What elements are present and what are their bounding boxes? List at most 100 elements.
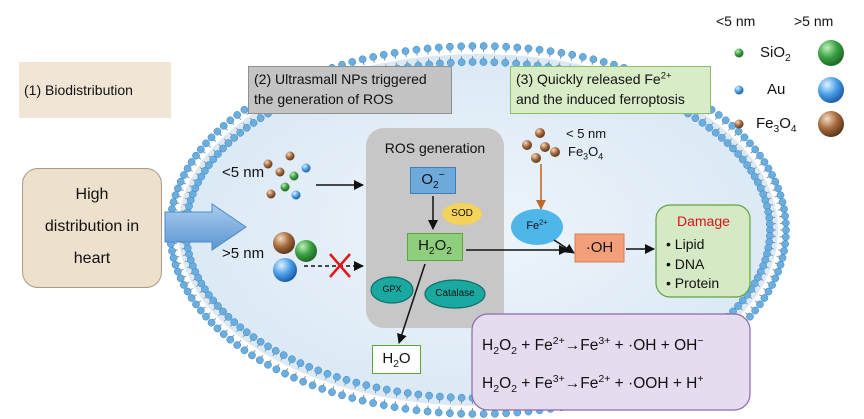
lipid-head (207, 133, 216, 142)
legend-small-sio2 (734, 48, 744, 58)
lipid-head (729, 144, 737, 153)
cross-mark (329, 253, 351, 278)
lipid-head (224, 312, 233, 321)
lipid-head (734, 302, 742, 310)
legend-small-au (734, 85, 744, 95)
large-np-label: >5 nm (222, 245, 265, 262)
lipid-head (171, 191, 180, 200)
lipid-head (764, 164, 773, 173)
lipid-head (436, 392, 444, 401)
lipid-head (352, 378, 361, 387)
lipid-head (747, 166, 755, 175)
lipid-head (468, 410, 477, 418)
lipid-head (168, 247, 176, 255)
water-label: H2O (382, 350, 411, 370)
lipid-head (771, 274, 780, 283)
lipid-head (323, 369, 332, 378)
lipid-head (781, 212, 789, 220)
legend-large-au (818, 77, 844, 103)
lipid-head (264, 360, 272, 369)
lipid-head (723, 139, 732, 148)
small-particle (289, 171, 299, 181)
lipid-head (209, 155, 218, 164)
legend-spheres (734, 40, 844, 137)
large-particle (273, 232, 295, 254)
lipid-head (423, 44, 432, 53)
lipid-head (740, 133, 749, 142)
small-np-label: <5 nm (222, 164, 265, 181)
gpx-ellipse (370, 276, 414, 304)
lipid-head (202, 312, 210, 321)
lipid-head (194, 178, 202, 187)
lipid-head (479, 42, 488, 50)
damage-item: • Lipid (666, 236, 705, 252)
legend-label-sio2: SiO2 (760, 44, 791, 64)
ros-title: ROS generation (384, 140, 486, 156)
fe3o4-particles (522, 128, 560, 163)
lipid-head (491, 409, 499, 418)
o2-label: O2− (421, 170, 445, 191)
small-particle (301, 163, 311, 173)
lipid-head (502, 42, 510, 51)
fe3o4-particle (550, 147, 560, 157)
lipid-head (183, 287, 192, 296)
lipid-head (379, 50, 388, 59)
lipid-head (196, 145, 205, 154)
small-particle (285, 151, 295, 161)
lipid-head (180, 281, 188, 289)
lipid-head (782, 226, 790, 234)
lipid-head (401, 47, 410, 55)
legend-small-fe3o4 (734, 119, 744, 129)
lipid-head (457, 393, 466, 402)
lipid-head (746, 312, 754, 321)
lipid-head (358, 55, 367, 64)
lipid-head (738, 155, 747, 164)
damage-box (655, 204, 751, 298)
lipid-head (379, 401, 388, 410)
lipid-head (721, 116, 730, 125)
step2-box (248, 66, 452, 114)
fe3o4-particle (531, 153, 541, 163)
small-particle (275, 167, 285, 177)
h2o2-to-water-arrow (397, 263, 426, 344)
lipid-head (236, 323, 245, 332)
lipid-head (256, 114, 265, 123)
lipid-head (756, 300, 764, 309)
lipid-head (256, 337, 265, 346)
lipid-head (169, 198, 178, 206)
fe3o4-label: Fe3O4 (568, 144, 604, 162)
lipid-head (236, 128, 245, 137)
lipid-head (213, 324, 222, 333)
h2o2-box (407, 233, 463, 261)
lipid-head (557, 48, 566, 57)
lipid-head (202, 139, 210, 148)
lipid-head (288, 355, 296, 364)
lipid-head (774, 267, 782, 276)
lipid-head (305, 363, 314, 371)
fe3o4-particle (540, 142, 550, 152)
lipid-head (372, 383, 381, 392)
lipid-head (446, 42, 454, 51)
lipid-head (711, 128, 720, 137)
lipid-head (764, 287, 773, 296)
lipid-head (219, 330, 228, 338)
step3-box (510, 66, 711, 114)
lipid-head (599, 58, 608, 66)
small-particle (263, 159, 273, 169)
heart-line2: distribution in (44, 218, 140, 235)
lipid-head (192, 300, 200, 309)
large-particle (273, 258, 297, 282)
fe3o4-particle (522, 140, 532, 150)
lipid-head (233, 111, 242, 119)
lipid-head (401, 405, 410, 413)
heart-box (22, 168, 162, 288)
lipid-head (768, 171, 776, 179)
small-particle (291, 190, 301, 200)
lipid-head (358, 396, 367, 405)
lipid-head (535, 45, 544, 54)
lipid-head (281, 369, 289, 378)
lipid-head (362, 381, 371, 389)
lipid-head (414, 390, 423, 399)
lipid-head (714, 111, 723, 119)
lipid-head (226, 116, 235, 125)
